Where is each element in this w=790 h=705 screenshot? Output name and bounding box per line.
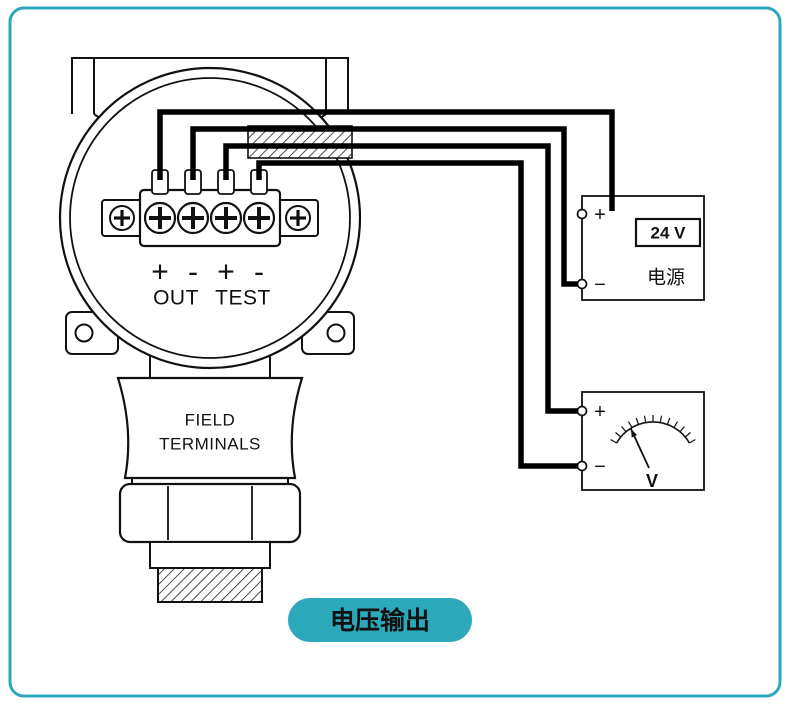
right-ear-bolt-icon xyxy=(326,323,346,343)
phillips-screw-icon xyxy=(143,201,177,235)
power-supply-label: 电源 xyxy=(647,267,685,289)
phillips-screw-icon xyxy=(209,201,243,235)
terminal-sign-4: - xyxy=(254,256,264,289)
voltmeter-gauge-icon xyxy=(610,415,696,469)
voltage-rating-label: 24 V xyxy=(651,224,687,243)
collar xyxy=(149,541,271,569)
voltmeter-unit-label: V xyxy=(646,471,658,491)
terminal-sign-3: + xyxy=(217,256,235,289)
terminal-sign-2: - xyxy=(188,256,198,289)
voltmeter-plus-sign: + xyxy=(594,401,606,423)
field-terminals-label-line1: FIELD xyxy=(185,411,236,430)
wire-test-plus-to-meter-plus xyxy=(223,143,578,414)
frame-border xyxy=(8,6,782,698)
phillips-screw-icon xyxy=(176,201,210,235)
terminal-screws xyxy=(109,201,311,235)
caption-badge-pill xyxy=(288,598,472,642)
transmitter: + - + - OUT TEST FIELD TERMINALS xyxy=(58,57,362,603)
voltmeter-minus-sign: − xyxy=(594,456,606,478)
power-supply-outline xyxy=(581,195,705,301)
voltmeter-outline xyxy=(581,391,705,491)
field-terminals-label-line2: TERMINALS xyxy=(159,435,261,454)
terminal-block xyxy=(101,169,319,248)
wire-test-minus-to-meter-minus xyxy=(256,160,578,469)
threaded-stud xyxy=(157,567,263,603)
voltmeter-plus-terminal xyxy=(576,405,588,417)
terminal-sign-1: + xyxy=(151,256,169,289)
voltmeter-needle-tip xyxy=(631,429,638,438)
wire-out-minus-to-power-minus xyxy=(190,126,578,287)
power-minus-sign: − xyxy=(594,274,606,296)
left-ear-bolt-icon xyxy=(74,323,94,343)
out-label: OUT xyxy=(153,287,199,310)
phillips-screw-icon xyxy=(285,205,311,231)
test-label: TEST xyxy=(215,287,271,310)
power-supply-box: 24 V 电源 + − xyxy=(576,195,705,301)
caption-badge: 电压输出 xyxy=(288,598,472,642)
voltage-rating-box xyxy=(634,217,702,248)
phillips-screw-icon xyxy=(109,205,135,231)
power-minus-terminal xyxy=(576,278,588,290)
wires xyxy=(157,109,615,469)
power-plus-sign: + xyxy=(594,204,606,226)
phillips-screw-icon xyxy=(242,201,276,235)
voltmeter-minus-terminal xyxy=(576,460,588,472)
caption-badge-label: 电压输出 xyxy=(330,606,430,635)
voltmeter-box: V + − xyxy=(576,391,705,491)
transmitter-body xyxy=(116,376,304,480)
hex-nut xyxy=(118,482,302,544)
wire-out-plus-to-power-plus xyxy=(157,109,615,211)
power-plus-terminal xyxy=(576,208,588,220)
